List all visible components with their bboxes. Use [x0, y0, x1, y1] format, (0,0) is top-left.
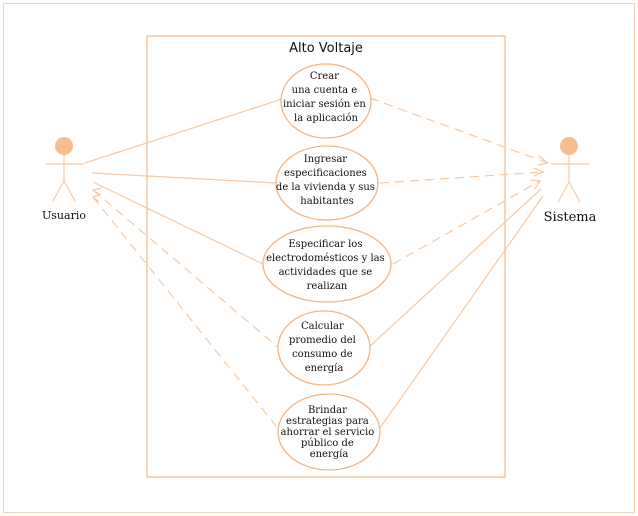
actor-right-leg: [63, 180, 76, 202]
actor-usuario: Usuario: [42, 137, 86, 222]
system-boundary: [146, 35, 506, 478]
association-user-uc3: [92, 181, 264, 265]
association-user-uc2: [91, 172, 277, 184]
actor-left-leg: [52, 180, 65, 202]
use-case-ellipse[interactable]: [277, 393, 381, 471]
use-case-label: Brindar estrategias para ahorrar el serv…: [281, 405, 378, 460]
actor-sistema-label: Sistema: [544, 210, 597, 225]
arrowhead-system-3: [529, 179, 542, 190]
dependency-uc3-system: [392, 180, 541, 265]
use-case-2[interactable]: Ingresar especificaciones de la vivienda…: [275, 145, 379, 221]
association-system-uc5: [379, 195, 544, 429]
use-case-ellipse[interactable]: [280, 63, 372, 139]
arrowhead-system-1: [537, 155, 550, 166]
use-case-label: Especificar los electrodomésticos y las …: [266, 239, 388, 292]
dependency-uc2-system: [379, 171, 544, 184]
arrowhead-system-2: [533, 167, 545, 177]
use-case-label: Calcular promedio del consumo de energía: [289, 321, 359, 374]
use-case-3[interactable]: Especificar los electrodomésticos y las …: [262, 225, 392, 303]
actor-left-leg: [557, 181, 570, 203]
use-case-label: Crear una cuenta e iniciar sesión en la …: [283, 71, 369, 124]
actor-sistema: Sistema: [544, 137, 597, 225]
use-case-1[interactable]: Crear una cuenta e iniciar sesión en la …: [280, 63, 372, 139]
dependency-uc1-system: [369, 97, 549, 164]
actor-usuario-label: Usuario: [42, 209, 86, 222]
use-case-label: Ingresar especificaciones de la vivienda…: [276, 154, 378, 207]
use-case-ellipse[interactable]: [277, 310, 371, 386]
actor-right-leg: [568, 181, 581, 203]
use-case-5[interactable]: Brindar estrategias para ahorrar el serv…: [277, 393, 381, 471]
diagram-frame: [3, 3, 635, 513]
actor-head: [560, 137, 578, 155]
arrowhead-user-1: [91, 187, 102, 196]
association-user-uc1: [84, 98, 283, 164]
use-case-4[interactable]: Calcular promedio del consumo de energía: [277, 310, 371, 386]
associations: [84, 97, 550, 432]
association-system-uc4: [369, 188, 542, 347]
system-title: Alto Voltaje: [289, 41, 363, 56]
dependency-uc4-user: [92, 189, 281, 350]
use-case-ellipse[interactable]: [275, 145, 379, 221]
dependency-uc5-user: [92, 196, 281, 432]
actor-head: [55, 137, 73, 155]
arrowhead-user-2: [91, 193, 102, 203]
use-case-ellipse[interactable]: [262, 225, 392, 303]
